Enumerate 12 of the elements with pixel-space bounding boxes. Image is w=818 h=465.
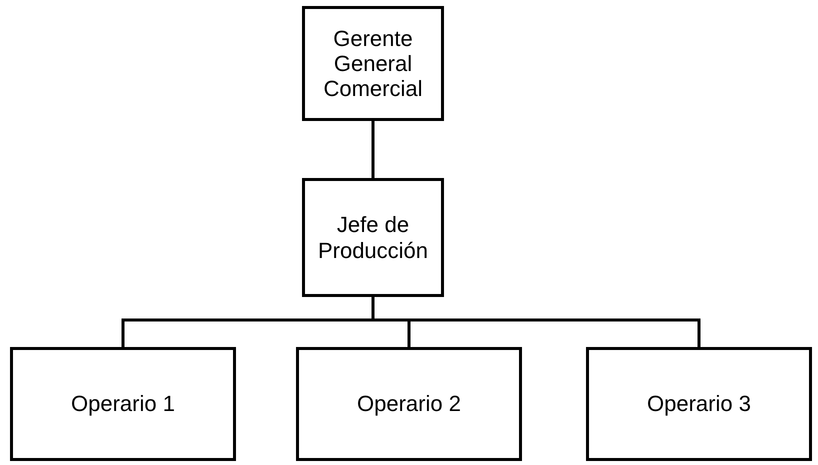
connector-line xyxy=(372,297,700,347)
org-box xyxy=(302,178,444,297)
org-box xyxy=(586,347,812,461)
role-label: Jefe de Producción xyxy=(316,212,430,263)
role-label: Operario 3 xyxy=(647,391,751,417)
role-label: Gerente General Comercial xyxy=(322,26,424,102)
role-label: Operario 2 xyxy=(357,391,461,417)
org-box xyxy=(296,347,522,461)
role-label: Operario 1 xyxy=(71,391,175,417)
org-box xyxy=(302,6,444,121)
connector-line xyxy=(372,121,374,178)
org-box xyxy=(10,347,236,461)
